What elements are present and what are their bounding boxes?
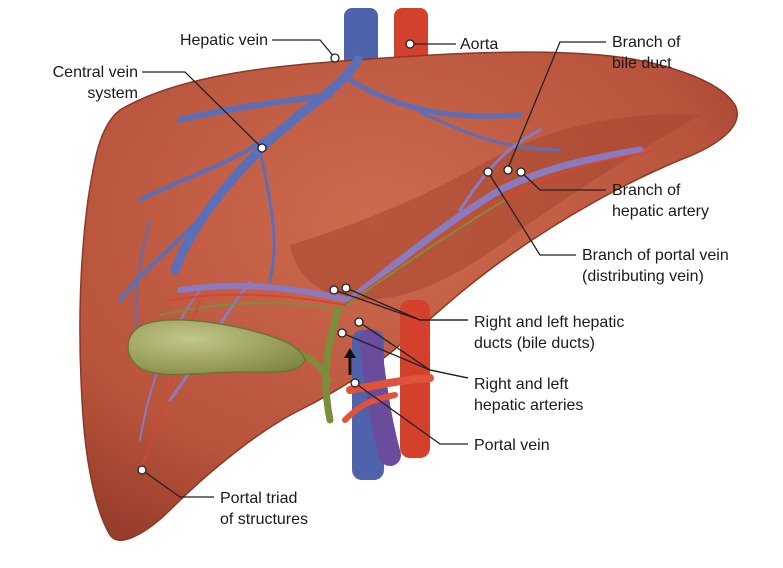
hepatic-artery-branch-lower (342, 392, 398, 423)
leader-lines (141, 39, 606, 498)
label-branch-portal-vein: Branch of portal vein (distributing vein… (582, 247, 729, 285)
common-bile-duct (322, 306, 342, 424)
gallbladder (127, 319, 306, 376)
label-aorta: Aorta (460, 36, 499, 53)
label-branch-hepatic-artery: Branch of hepatic artery (612, 182, 709, 220)
hepatic-artery-trunk (346, 374, 434, 394)
marker-dots (137, 39, 526, 475)
label-portal-triad: Portal triad of structures (220, 490, 309, 528)
label-hepatic-arteries: Right and left hepatic arteries (474, 376, 584, 414)
flow-arrow-head (344, 348, 356, 358)
label-branch-bile-duct: Branch of bile duct (612, 34, 681, 72)
label-hepatic-ducts: Right and left hepatic ducts (bile ducts… (474, 314, 625, 352)
label-portal-vein: Portal vein (474, 437, 550, 454)
fine-branches (139, 151, 651, 471)
label-central-vein-system: Central vein system (52, 64, 138, 102)
label-hepatic-vein: Hepatic vein (179, 32, 268, 49)
